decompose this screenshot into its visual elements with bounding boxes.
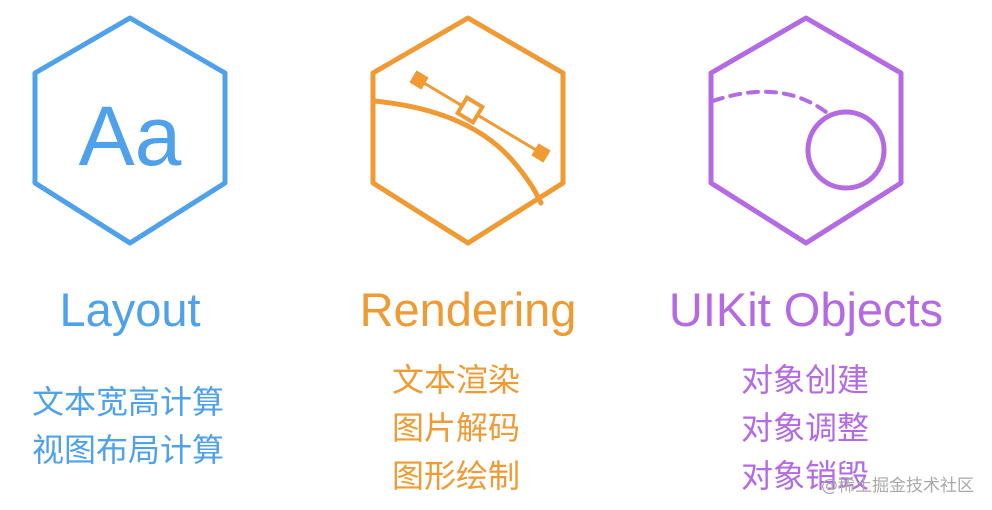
list-item: 文本宽高计算 [32,383,225,421]
layout-title: Layout [59,283,201,336]
list-item: 图片解码 [392,409,521,447]
object-circle-icon [711,89,887,191]
list-item: 对象销毁 [741,457,870,495]
layout-items: 文本宽高计算 视图布局计算 [32,378,224,474]
objects-title: UIKit Objects [668,283,944,336]
hexagon-icons: Aa [32,15,904,246]
list-item: 对象创建 [741,361,870,399]
watermark: @稀土掘金技术社区 [821,476,974,496]
rendering-hexagon-icon [370,15,566,246]
list-item: 视图布局计算 [32,431,225,469]
rendering-title: Rendering [359,283,577,336]
list-item: 图形绘制 [392,457,521,495]
list-item: 文本渲染 [392,361,521,399]
bezier-curve-icon [371,70,551,206]
objects-items: 对象创建 对象调整 对象销毁 [741,356,869,500]
layout-hexagon-icon: Aa [32,15,228,246]
text-glyph-icon: Aa [79,89,182,183]
objects-hexagon-icon [708,15,904,246]
rendering-items: 文本渲染 图片解码 图形绘制 [392,356,520,500]
list-item: 对象调整 [741,409,870,447]
